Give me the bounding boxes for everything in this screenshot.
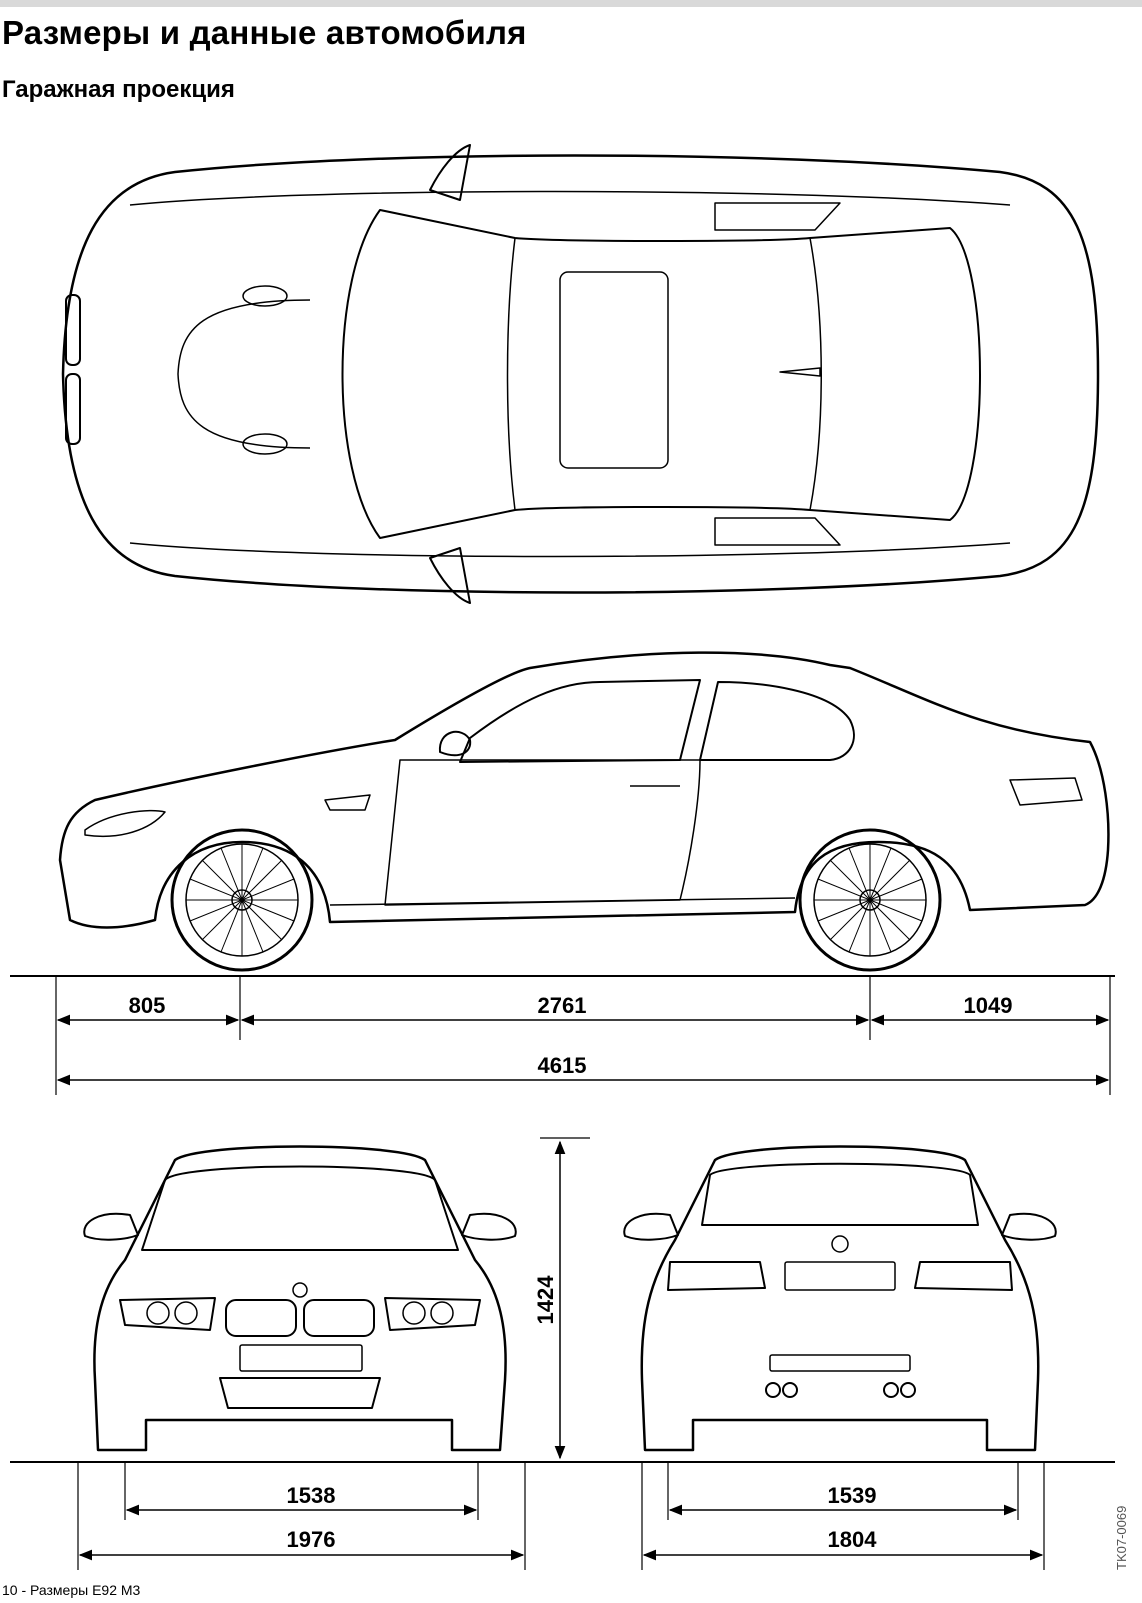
rear-track-label: 1539 — [828, 1483, 877, 1508]
page-title: Размеры и данные автомобиля — [2, 14, 527, 51]
front-wheel — [170, 828, 314, 972]
car-front-view — [83, 1145, 517, 1452]
front-rear-dimension-lines — [10, 1137, 1115, 1570]
page-footer: 10 - Размеры E92 M3 — [2, 1582, 141, 1598]
overall-length-label: 4615 — [538, 1053, 587, 1078]
front-width-label: 1976 — [287, 1527, 336, 1552]
rear-overhang-label: 1049 — [964, 993, 1013, 1018]
car-side-view — [58, 651, 1110, 929]
page-subtitle: Гаражная проекция — [2, 76, 235, 103]
top-rule — [0, 0, 1142, 7]
wheelbase-label: 2761 — [538, 993, 587, 1018]
front-overhang-label: 805 — [129, 993, 166, 1018]
car-rear-view — [623, 1145, 1057, 1452]
rear-wheel — [798, 828, 942, 972]
front-track-label: 1538 — [287, 1483, 336, 1508]
height-label: 1424 — [533, 1275, 558, 1325]
car-top-view — [61, 144, 1100, 604]
rear-width-label: 1804 — [828, 1527, 878, 1552]
figure-code: TK07-0069 — [1114, 1505, 1129, 1570]
side-dimension-lines — [10, 975, 1115, 1095]
